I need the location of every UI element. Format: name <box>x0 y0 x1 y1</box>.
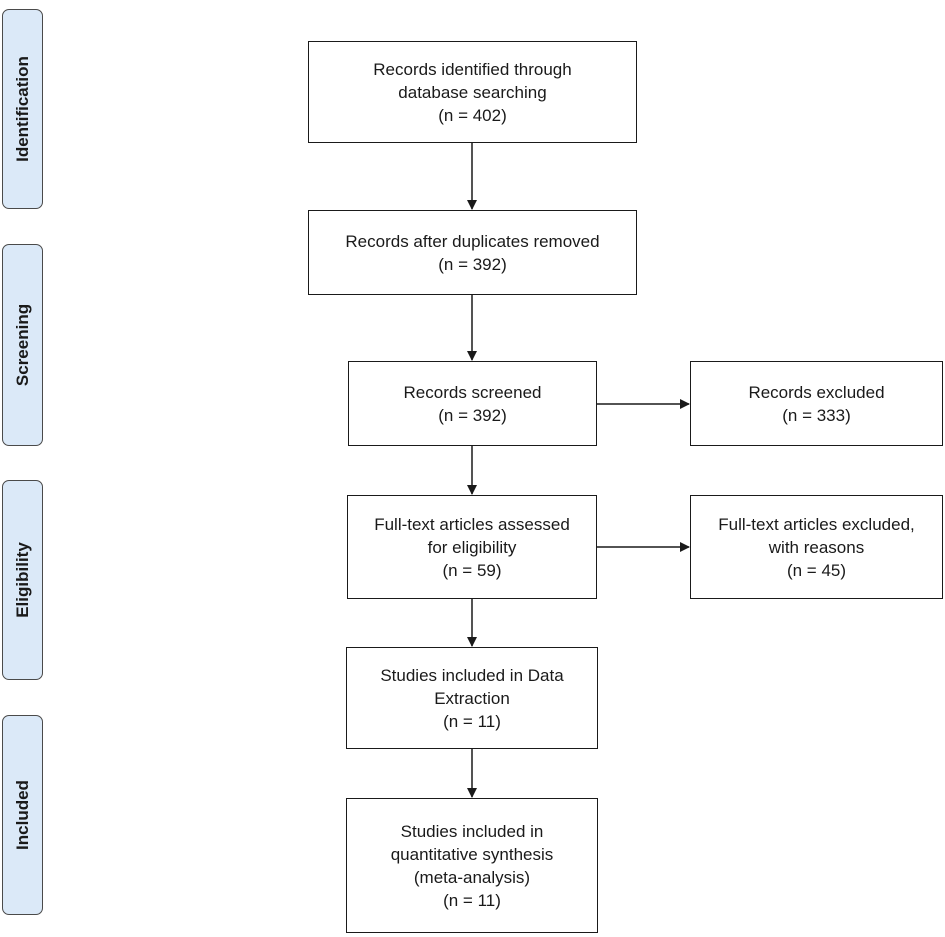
records-screened-count: (n = 392) <box>438 405 507 425</box>
records-deduplicated-box: Records after duplicates removed (n = 39… <box>308 210 637 295</box>
records-identified-line2: database searching <box>398 82 547 102</box>
quantitative-synthesis-line3: (meta-analysis) <box>413 867 531 887</box>
stage-included: Included <box>2 715 43 915</box>
quantitative-synthesis-count: (n = 11) <box>443 890 501 910</box>
stage-eligibility-label: Eligibility <box>12 542 32 618</box>
records-excluded-line1: Records excluded <box>748 382 885 402</box>
stage-eligibility: Eligibility <box>2 480 43 680</box>
stage-screening-label: Screening <box>12 303 32 387</box>
quantitative-synthesis-line1: Studies included in <box>400 821 544 841</box>
records-identified-line1: Records identified through <box>373 59 572 79</box>
records-identified-count: (n = 402) <box>438 105 507 125</box>
records-excluded-count: (n = 333) <box>782 405 851 425</box>
fulltext-excluded-count: (n = 45) <box>786 560 847 580</box>
data-extraction-line2: Extraction <box>434 688 510 708</box>
records-deduplicated-count: (n = 392) <box>438 254 507 274</box>
fulltext-excluded-box: Full-text articles excluded, with reason… <box>690 495 943 599</box>
stage-included-label: Included <box>12 780 32 850</box>
fulltext-excluded-line2: with reasons <box>768 537 865 557</box>
fulltext-assessed-count: (n = 59) <box>442 560 502 580</box>
records-screened-line1: Records screened <box>403 382 542 402</box>
records-deduplicated-line1: Records after duplicates removed <box>345 231 600 251</box>
fulltext-assessed-line1: Full-text articles assessed <box>374 514 570 534</box>
fulltext-assessed-line2: for eligibility <box>427 537 517 557</box>
quantitative-synthesis-line2: quantitative synthesis <box>390 844 554 864</box>
fulltext-excluded-line1: Full-text articles excluded, <box>718 514 915 534</box>
data-extraction-box: Studies included in Data Extraction (n =… <box>346 647 598 749</box>
fulltext-assessed-box: Full-text articles assessed for eligibil… <box>347 495 597 599</box>
stage-identification-label: Identification <box>12 56 32 162</box>
stage-identification: Identification <box>2 9 43 209</box>
quantitative-synthesis-box: Studies included in quantitative synthes… <box>346 798 598 933</box>
records-screened-box: Records screened (n = 392) <box>348 361 597 446</box>
data-extraction-line1: Studies included in Data <box>380 665 564 685</box>
records-identified-box: Records identified through database sear… <box>308 41 637 143</box>
data-extraction-count: (n = 11) <box>443 711 501 731</box>
stage-screening: Screening <box>2 244 43 446</box>
records-excluded-box: Records excluded (n = 333) <box>690 361 943 446</box>
